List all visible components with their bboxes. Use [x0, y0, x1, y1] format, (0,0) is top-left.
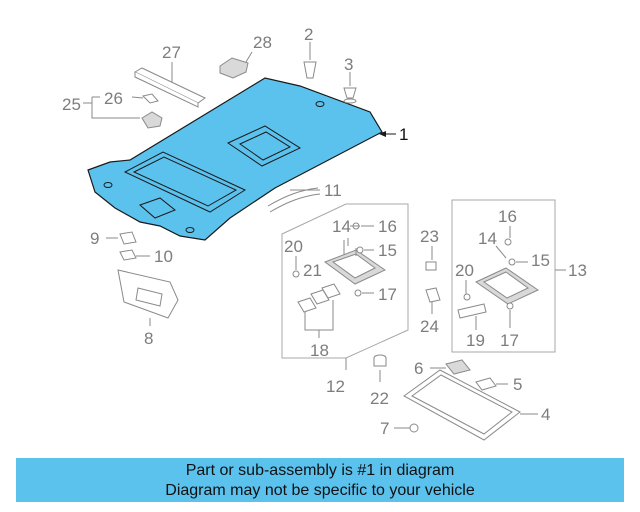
- callout-22: 22: [370, 389, 389, 408]
- callout-21: 21: [303, 261, 322, 280]
- callout-25: 25: [62, 95, 81, 114]
- callout-13: 13: [568, 261, 587, 280]
- lamp-part-12[interactable]: [323, 240, 387, 285]
- callout-16-a: 16: [378, 217, 397, 236]
- bracket-part-6[interactable]: [430, 359, 471, 375]
- callout-leaders: [295, 225, 511, 330]
- callout-7: 7: [380, 419, 389, 438]
- callout-5: 5: [513, 375, 522, 394]
- info-banner-line-1: Part or sub-assembly is #1 in diagram: [185, 462, 455, 479]
- callout-17-a: 17: [378, 285, 397, 304]
- callout-4: 4: [541, 405, 550, 424]
- callout-20-a: 20: [284, 237, 303, 256]
- sun-visor-part-8[interactable]: [117, 269, 179, 326]
- clip-part-2[interactable]: [303, 42, 317, 79]
- callout-27: 27: [162, 43, 181, 62]
- leader-1-arrow: [379, 131, 386, 137]
- lamp-part-13[interactable]: [457, 238, 540, 319]
- callout-11: 11: [324, 181, 342, 200]
- clip-part-3[interactable]: [343, 72, 357, 104]
- callout-14-b: 14: [478, 229, 497, 248]
- callout-9: 9: [90, 229, 99, 248]
- bracket-part-5[interactable]: [475, 377, 508, 391]
- plug-part-22[interactable]: [373, 354, 387, 382]
- callout-3: 3: [344, 55, 353, 74]
- parts-diagram: 1 2 3 4 5 6 7 8 9 10 11 12 13 14 14 15 1…: [62, 25, 587, 441]
- group-box-12: [281, 203, 409, 370]
- callout-26: 26: [104, 89, 123, 108]
- info-banner-line-2: Diagram may not be specific to your vehi…: [165, 482, 475, 499]
- info-banner: Part or sub-assembly is #1 in diagram Di…: [16, 458, 624, 502]
- callout-15-b: 15: [531, 251, 550, 270]
- callout-19: 19: [466, 331, 485, 350]
- hook-part-9[interactable]: [106, 231, 137, 245]
- group-box-13: [451, 199, 566, 353]
- callout-2: 2: [304, 25, 313, 44]
- cover-part-28[interactable]: [219, 51, 253, 79]
- callout-14-a: 14: [332, 217, 351, 236]
- bracket-part-25[interactable]: [83, 96, 163, 129]
- grab-handle-part-11[interactable]: [267, 187, 321, 213]
- callout-23: 23: [420, 227, 439, 246]
- clip-part-26[interactable]: [131, 93, 159, 104]
- callout-18: 18: [310, 341, 329, 360]
- callout-12: 12: [326, 377, 345, 396]
- headliner-part[interactable]: [87, 77, 383, 241]
- callout-16-b: 16: [498, 207, 517, 226]
- callout-6: 6: [414, 359, 423, 378]
- bolt-part-7[interactable]: [394, 423, 419, 433]
- lens-parts-18-21[interactable]: [297, 283, 341, 338]
- callout-24: 24: [420, 317, 439, 336]
- callout-20-b: 20: [455, 261, 474, 280]
- callout-17-b: 17: [500, 331, 519, 350]
- callout-15-a: 15: [378, 241, 397, 260]
- callout-28: 28: [253, 33, 272, 52]
- clip-part-23[interactable]: [425, 246, 437, 271]
- callout-1: 1: [399, 125, 408, 144]
- clip-part-24[interactable]: [425, 287, 441, 314]
- sunroof-glass-part-4[interactable]: [403, 369, 538, 441]
- callout-8: 8: [144, 329, 153, 348]
- rail-part-27[interactable]: [133, 62, 206, 108]
- clip-part-10[interactable]: [119, 249, 150, 261]
- callout-10: 10: [154, 247, 173, 266]
